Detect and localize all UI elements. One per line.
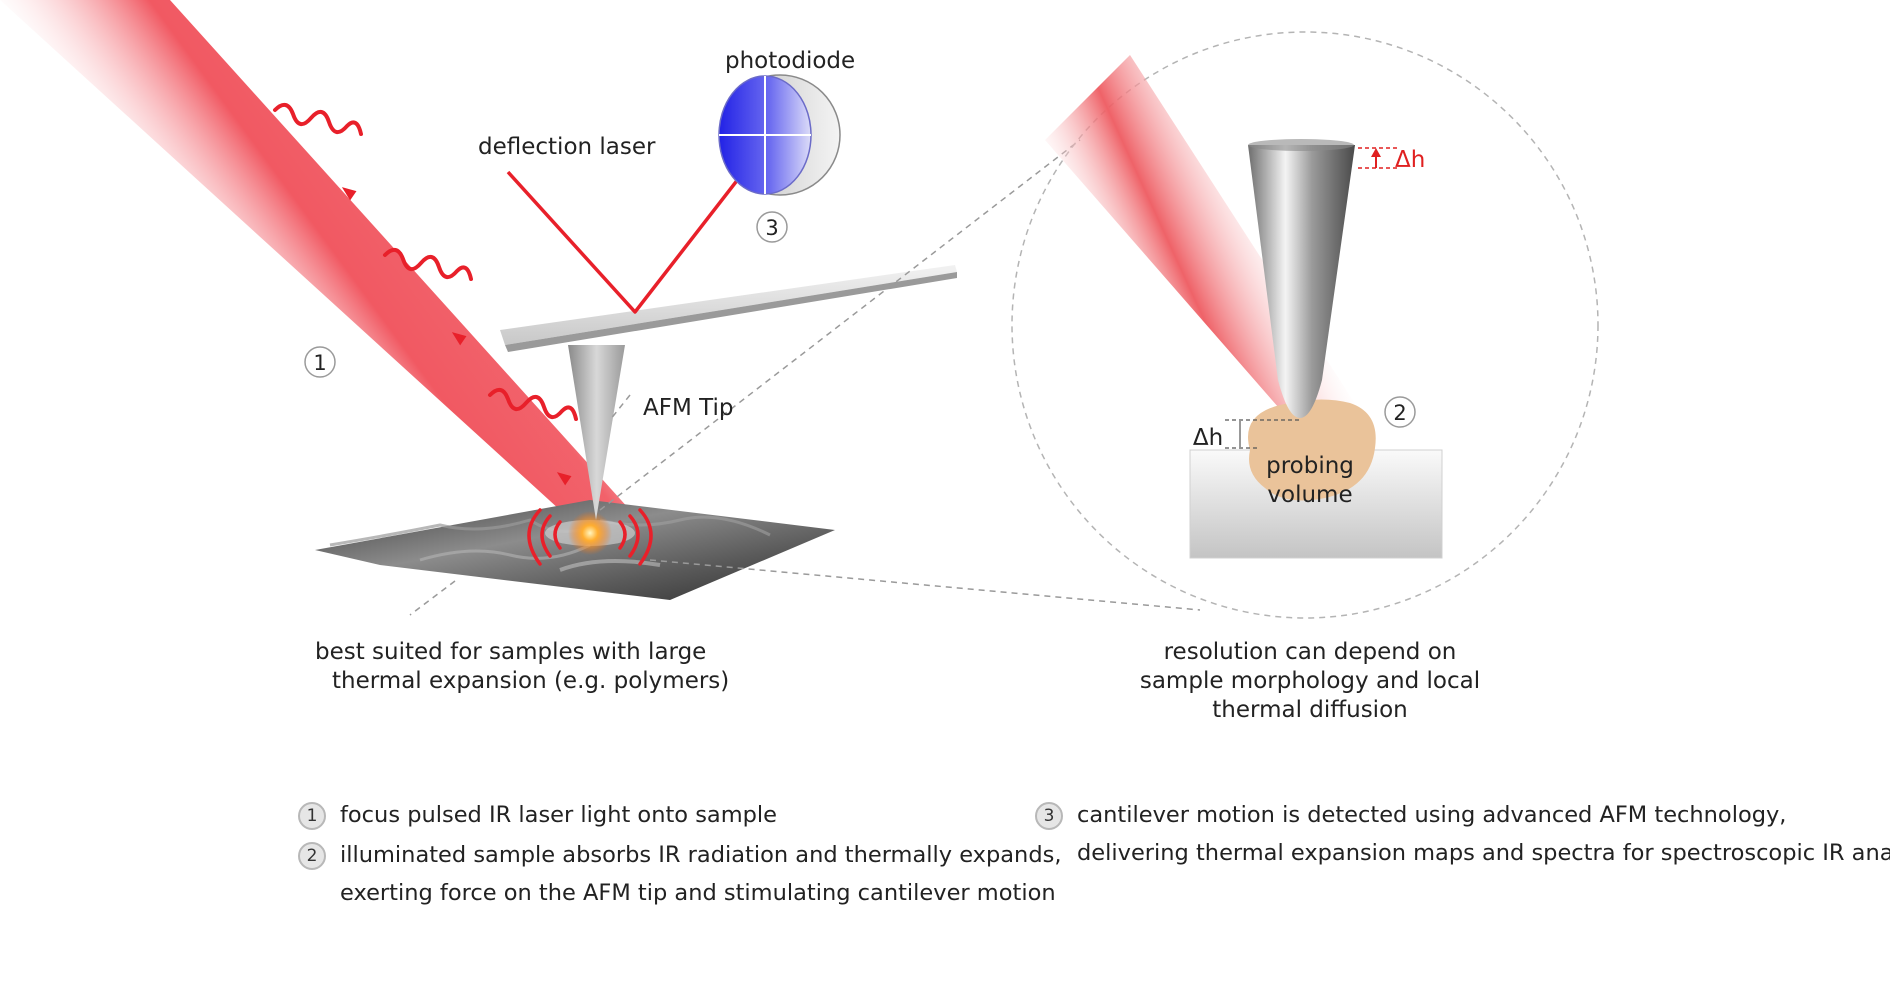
deflection-laser-beam [506, 136, 772, 314]
photon-arrow-3 [488, 387, 578, 421]
caption-right: resolution can depend on sample morpholo… [1100, 638, 1520, 725]
legend-item-3-line-1: cantilever motion is detected using adva… [1077, 802, 1787, 828]
ir-laser-beam [0, 0, 630, 510]
legend-item-2: 2 illuminated sample absorbs IR radiatio… [298, 836, 1061, 912]
ir-photon-arrows [273, 102, 578, 486]
legend-item-2-line-2: exerting force on the AFM tip and stimul… [340, 880, 1056, 906]
zoom-circle [1011, 31, 1599, 619]
thermal-waves [527, 508, 653, 566]
delta-h-bottom-label: Δh [1193, 425, 1223, 451]
caption-left-line-1: best suited for samples with large [315, 639, 707, 665]
probing-volume-label-1: probing [1266, 453, 1354, 479]
legend-left: 1 focus pulsed IR laser light onto sampl… [298, 796, 1061, 912]
delta-h-top-label: Δh [1395, 147, 1425, 173]
marker-3: 3 [756, 211, 788, 243]
caption-left-line-2: thermal expansion (e.g. polymers) [332, 668, 730, 694]
legend-right: 3 cantilever motion is detected using ad… [1035, 796, 1890, 872]
caption-left: best suited for samples with large therm… [315, 638, 775, 696]
legend-item-3-line-2: delivering thermal expansion maps and sp… [1077, 840, 1890, 866]
afm-tip [568, 345, 625, 520]
legend-item-1-line-1: focus pulsed IR laser light onto sample [340, 802, 778, 828]
delta-h-bottom-marker [1225, 419, 1300, 449]
delta-h-top-marker [1358, 147, 1400, 169]
photodiode [718, 74, 841, 196]
marker-1: 1 [304, 346, 336, 378]
sample-surface [315, 500, 835, 600]
legend-badge-2: 2 [298, 842, 326, 870]
svg-text:2: 2 [1393, 401, 1406, 425]
caption-right-line-1: resolution can depend on [1163, 639, 1457, 665]
afm-tip-label: AFM Tip [643, 395, 733, 421]
svg-text:3: 3 [765, 216, 778, 240]
probing-volume [1248, 399, 1376, 501]
hotspot-glow [568, 511, 612, 555]
legend-item-3: 3 cantilever motion is detected using ad… [1035, 796, 1890, 872]
cantilever [500, 265, 957, 352]
legend-badge-3: 3 [1035, 802, 1063, 830]
legend-item-1: 1 focus pulsed IR laser light onto sampl… [298, 796, 1061, 834]
zoom-guide-lines [409, 139, 1201, 616]
svg-text:1: 1 [313, 351, 326, 375]
photodiode-label: photodiode [725, 48, 855, 74]
deflection-laser-label: deflection laser [478, 134, 656, 160]
probing-volume-label-2: volume [1267, 482, 1352, 508]
caption-right-line-3: thermal diffusion [1212, 697, 1408, 723]
zoom-afm-tip [1248, 145, 1355, 418]
marker-2: 2 [1384, 396, 1416, 428]
photon-arrow-1 [273, 102, 363, 136]
legend-badge-1: 1 [298, 802, 326, 830]
legend-item-2-line-1: illuminated sample absorbs IR radiation … [340, 842, 1062, 868]
caption-right-line-2: sample morphology and local [1139, 668, 1481, 694]
photon-arrow-2 [383, 247, 473, 281]
